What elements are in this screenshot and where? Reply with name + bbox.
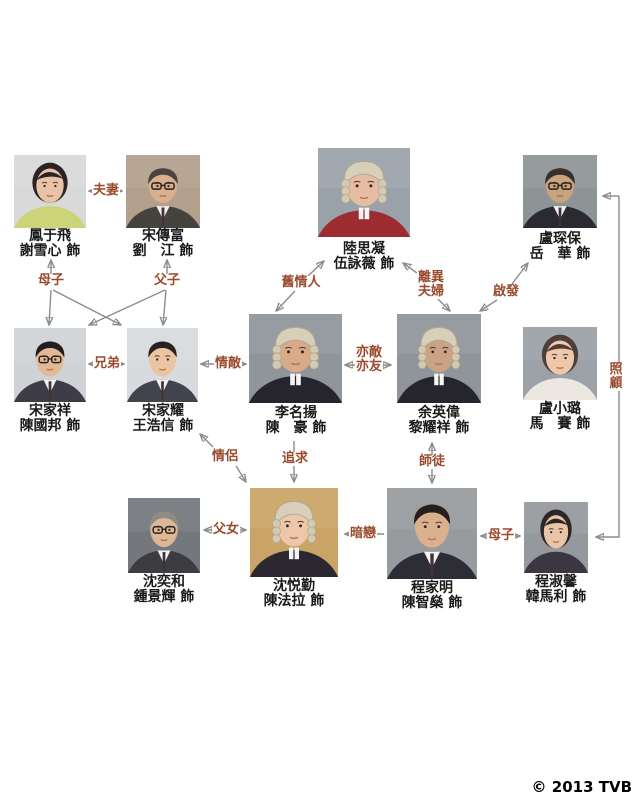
portrait-sum-yuet-kan bbox=[250, 488, 338, 577]
line-divorced-down bbox=[436, 297, 450, 311]
portrait-lee-ming-yeung bbox=[249, 314, 342, 403]
person-name: 鳳于飛謝雪心 飾 bbox=[0, 229, 110, 259]
actor-name: 黎耀祥 飾 bbox=[408, 420, 470, 436]
character-name: 宋家耀 bbox=[142, 403, 184, 419]
actor-name: 陳法拉 飾 bbox=[263, 593, 325, 609]
person-name: 沈奕和鍾景輝 飾 bbox=[104, 575, 224, 605]
actor-name: 王浩信 飾 bbox=[132, 418, 194, 434]
relationship-label-mentor-apprentice: 師徒 bbox=[417, 454, 447, 469]
character-name: 鳳于飛 bbox=[29, 228, 71, 244]
relationship-label-divorced-couple: 離異 夫婦 bbox=[416, 270, 446, 299]
relationship-label-father-daughter: 父女 bbox=[211, 522, 241, 537]
relationship-label-secret-crush: 暗戀 bbox=[348, 526, 378, 541]
line-inspire-up bbox=[511, 263, 528, 285]
line-father-to-kacheung bbox=[89, 289, 166, 325]
relationship-label-mother-son-bottom: 母子 bbox=[486, 528, 516, 543]
line-lovers-up bbox=[200, 434, 214, 448]
person-name: 宋家耀王浩信 飾 bbox=[103, 404, 223, 434]
character-name: 程淑馨 bbox=[535, 574, 577, 590]
line-lovers-down bbox=[235, 465, 246, 482]
copyright-text: © 2013 TVB bbox=[531, 778, 632, 796]
portrait-ching-suk-hing bbox=[524, 502, 588, 573]
actor-name: 陳國邦 飾 bbox=[19, 418, 81, 434]
portrait-sung-ka-yiu bbox=[127, 328, 198, 402]
relationship-label-couple: 夫妻 bbox=[91, 183, 121, 198]
portrait-yu-ying-wai bbox=[397, 314, 481, 403]
person-name: 宋傳富劉 江 飾 bbox=[103, 229, 223, 259]
portrait-sum-yik-wo bbox=[128, 498, 200, 573]
line-father-to-kayiu bbox=[163, 289, 166, 325]
portrait-lo-siu-lo bbox=[523, 327, 597, 400]
actor-name: 陳 豪 飾 bbox=[265, 420, 327, 436]
actor-name: 伍詠薇 飾 bbox=[333, 256, 395, 272]
relationship-label-old-lovers: 舊情人 bbox=[280, 275, 322, 290]
character-name: 沈悦勤 bbox=[273, 578, 315, 594]
line-mother-to-kacheung bbox=[49, 289, 51, 325]
line-old-lovers-down bbox=[276, 290, 296, 311]
person-name: 宋家祥陳國邦 飾 bbox=[0, 404, 110, 434]
relationship-label-love-rivals: 情敵 bbox=[213, 356, 243, 371]
portrait-ching-ka-ming bbox=[387, 488, 477, 579]
actor-name: 劉 江 飾 bbox=[132, 243, 194, 259]
actor-name: 韓馬利 飾 bbox=[525, 589, 587, 605]
character-name: 余英偉 bbox=[418, 405, 460, 421]
person-name: 盧小璐馬 賽 飾 bbox=[500, 402, 620, 432]
relationship-label-mother-son-top: 母子 bbox=[36, 273, 66, 288]
portrait-sung-ka-cheung bbox=[14, 328, 86, 402]
relationship-label-father-son: 父子 bbox=[152, 273, 182, 288]
character-name: 李名揚 bbox=[275, 405, 317, 421]
actor-name: 馬 賽 飾 bbox=[529, 416, 591, 432]
line-mother-to-kayiu bbox=[52, 289, 121, 325]
character-name: 沈奕和 bbox=[143, 574, 185, 590]
actor-name: 岳 華 飾 bbox=[529, 246, 591, 262]
character-name: 盧小璐 bbox=[539, 401, 581, 417]
relationship-label-cares-for: 照顧 bbox=[604, 363, 628, 391]
person-name: 陸思凝伍詠薇 飾 bbox=[304, 242, 424, 272]
relationship-label-brothers: 兄弟 bbox=[92, 356, 122, 371]
line-inspire-down bbox=[480, 299, 498, 311]
person-name: 沈悦勤陳法拉 飾 bbox=[234, 579, 354, 609]
portrait-luk-sze-ying bbox=[318, 148, 410, 237]
actor-name: 陳智燊 飾 bbox=[401, 595, 463, 611]
actor-name: 鍾景輝 飾 bbox=[133, 589, 195, 605]
relationship-label-friend-and-foe: 亦敵 亦友 bbox=[354, 345, 384, 374]
person-name: 余英偉黎耀祥 飾 bbox=[379, 406, 499, 436]
person-name: 盧琛保岳 華 飾 bbox=[500, 232, 620, 262]
character-name: 程家明 bbox=[411, 580, 453, 596]
character-name: 宋家祥 bbox=[29, 403, 71, 419]
actor-name: 謝雪心 飾 bbox=[19, 243, 81, 259]
portrait-lo-sum-po bbox=[523, 155, 597, 228]
portrait-fung-yu-fei bbox=[14, 155, 86, 228]
character-name: 陸思凝 bbox=[343, 241, 385, 257]
character-name: 宋傳富 bbox=[142, 228, 184, 244]
person-name: 程家明陳智燊 飾 bbox=[372, 581, 492, 611]
character-name: 盧琛保 bbox=[539, 231, 581, 247]
relationship-label-inspiration: 啟發 bbox=[491, 284, 521, 299]
portrait-sung-chuen-fu bbox=[126, 155, 200, 228]
relationship-label-lovers: 情侶 bbox=[210, 449, 240, 464]
person-name: 程淑馨韓馬利 飾 bbox=[496, 575, 616, 605]
relationship-label-pursues: 追求 bbox=[280, 451, 310, 466]
person-name: 李名揚陳 豪 飾 bbox=[236, 406, 356, 436]
